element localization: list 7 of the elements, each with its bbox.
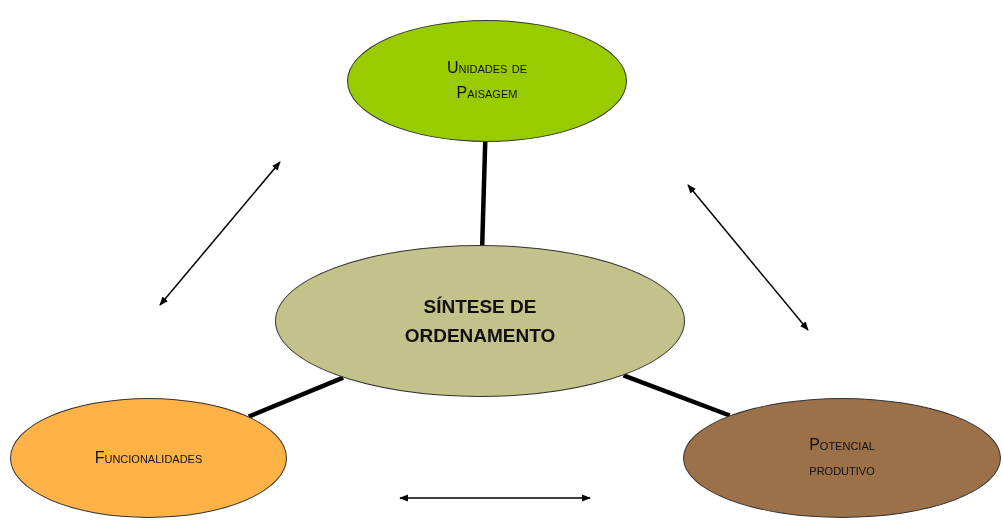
connector-line	[622, 373, 731, 418]
node-label: Potencial produtivo	[808, 435, 876, 480]
connector-line	[479, 141, 488, 246]
node-label: Unidades de Paisagem	[445, 58, 529, 103]
node-label: SÍNTESE DE ORDENAMENTO	[403, 294, 557, 348]
node-label: Funcionalidades	[94, 447, 203, 468]
connector-line	[247, 375, 344, 419]
